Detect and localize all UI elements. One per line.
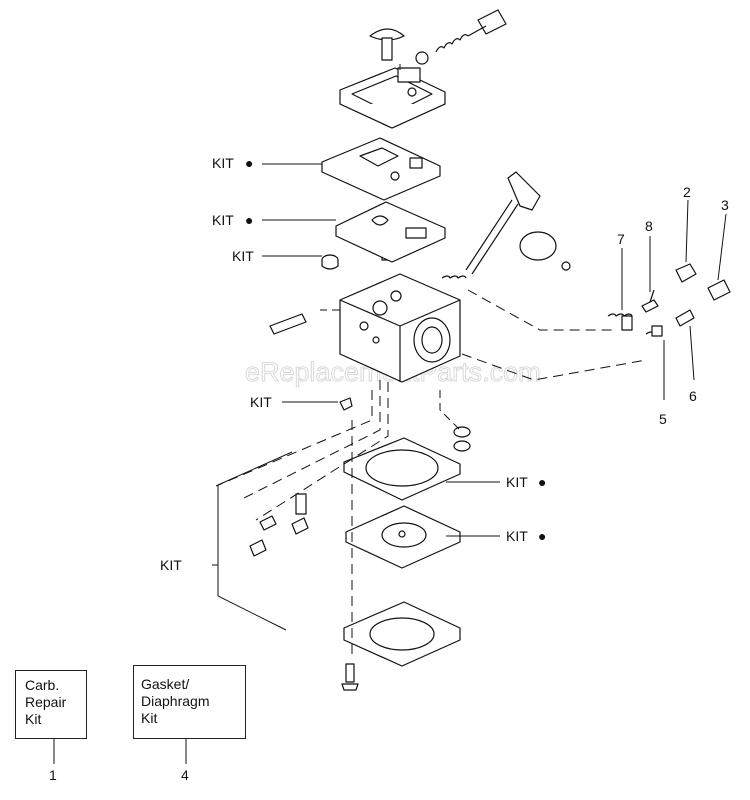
part-number-5: 5 — [659, 411, 667, 427]
gasket-diaphragm-kit-label: Gasket/ Diaphragm Kit — [141, 676, 209, 727]
part-6-needle — [675, 309, 695, 327]
part-number-3: 3 — [721, 197, 729, 213]
part-3-cap — [707, 279, 731, 301]
carburetor-body — [339, 273, 461, 383]
bottom-screw — [341, 663, 359, 691]
choke-pin — [269, 313, 307, 335]
part-number-7: 7 — [617, 231, 625, 247]
part-7-spring — [607, 313, 633, 331]
part-number-8: 8 — [645, 218, 653, 234]
kit-label-metering-gasket: KIT — [506, 474, 528, 490]
part-number-6: 6 — [689, 388, 697, 404]
carb-repair-kit-label: Carb. Repair Kit — [25, 677, 66, 728]
kit-dot: ● — [245, 155, 253, 171]
kit-dot: ● — [538, 474, 546, 490]
legend-line: Repair — [25, 694, 67, 710]
throttle-lever — [441, 171, 571, 279]
kit-label-needle-seat: KIT — [250, 394, 272, 410]
kit-dot: ● — [245, 212, 253, 228]
part-number-4: 4 — [181, 767, 189, 783]
part-8-needle — [641, 289, 659, 313]
metering-cover — [343, 601, 461, 667]
legend-line: Kit — [25, 711, 42, 727]
legend-line: Gasket/ — [141, 676, 190, 692]
filter-screen — [321, 254, 339, 270]
kit-label-pump-diaphragm: KIT — [212, 212, 234, 228]
carb-repair-kit-box — [15, 670, 87, 739]
needle-seat — [339, 397, 353, 411]
pump-diaphragm — [335, 201, 446, 263]
metering-lever — [249, 493, 309, 557]
part-2-cap — [675, 263, 697, 283]
o-ring — [453, 426, 471, 452]
kit-dot: ● — [538, 528, 546, 544]
pump-cover — [339, 67, 446, 129]
part-5-spring — [645, 325, 663, 337]
part-number-2: 2 — [683, 184, 691, 200]
kit-label-metering-lever: KIT — [160, 557, 182, 573]
metering-gasket — [343, 437, 461, 501]
kit-label-pump-gasket: KIT — [212, 155, 234, 171]
metering-diaphragm — [345, 505, 461, 569]
part-number-1: 1 — [49, 767, 57, 783]
adjusting-screw — [415, 9, 507, 65]
legend-line: Diaphragm — [141, 693, 210, 709]
cover-screw — [369, 28, 405, 41]
kit-label-filter: KIT — [232, 248, 254, 264]
kit-label-metering-diaphragm: KIT — [506, 528, 528, 544]
gasket-diaphragm-kit-box — [133, 665, 246, 739]
legend-line: Kit — [141, 710, 158, 726]
pump-gasket — [321, 137, 441, 201]
legend-line: Carb. — [25, 677, 60, 693]
